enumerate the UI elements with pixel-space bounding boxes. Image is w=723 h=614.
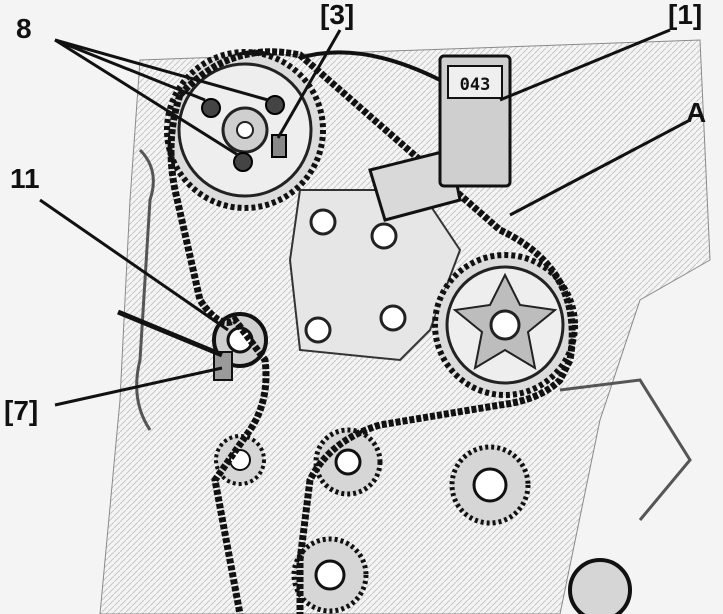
leader-3	[276, 29, 342, 139]
pump-sprocket	[432, 252, 578, 398]
tensioner-arm	[213, 351, 233, 381]
callout-7: [7]	[4, 395, 38, 426]
leader-8b	[54, 38, 269, 102]
gauge-display	[447, 65, 503, 99]
callout-3: [3]	[320, 0, 354, 30]
leader-8a	[54, 38, 206, 102]
camshaft-sprocket	[164, 49, 326, 211]
tensioner-pulley	[212, 312, 268, 381]
sprocket-bolt	[265, 95, 285, 115]
lower-pulleys	[214, 427, 632, 614]
callout-11: 11	[10, 163, 40, 194]
callout-1: [1]	[668, 0, 702, 30]
sprocket-bolt	[201, 98, 221, 118]
adjusting-tool	[117, 309, 223, 358]
sprocket-bolt	[233, 152, 253, 172]
timing-belt	[167, 48, 576, 614]
callout-a: A	[686, 97, 706, 128]
leader-lines	[39, 28, 691, 407]
leader-11	[39, 198, 229, 332]
belt-tension-gauge: 043	[299, 50, 512, 222]
leader-1	[499, 28, 671, 102]
leader-a	[509, 118, 691, 217]
leader-7	[54, 366, 223, 407]
leader-8c	[54, 38, 239, 157]
callout-8: 8	[16, 13, 32, 44]
gauge-display-value: 043	[460, 75, 491, 95]
